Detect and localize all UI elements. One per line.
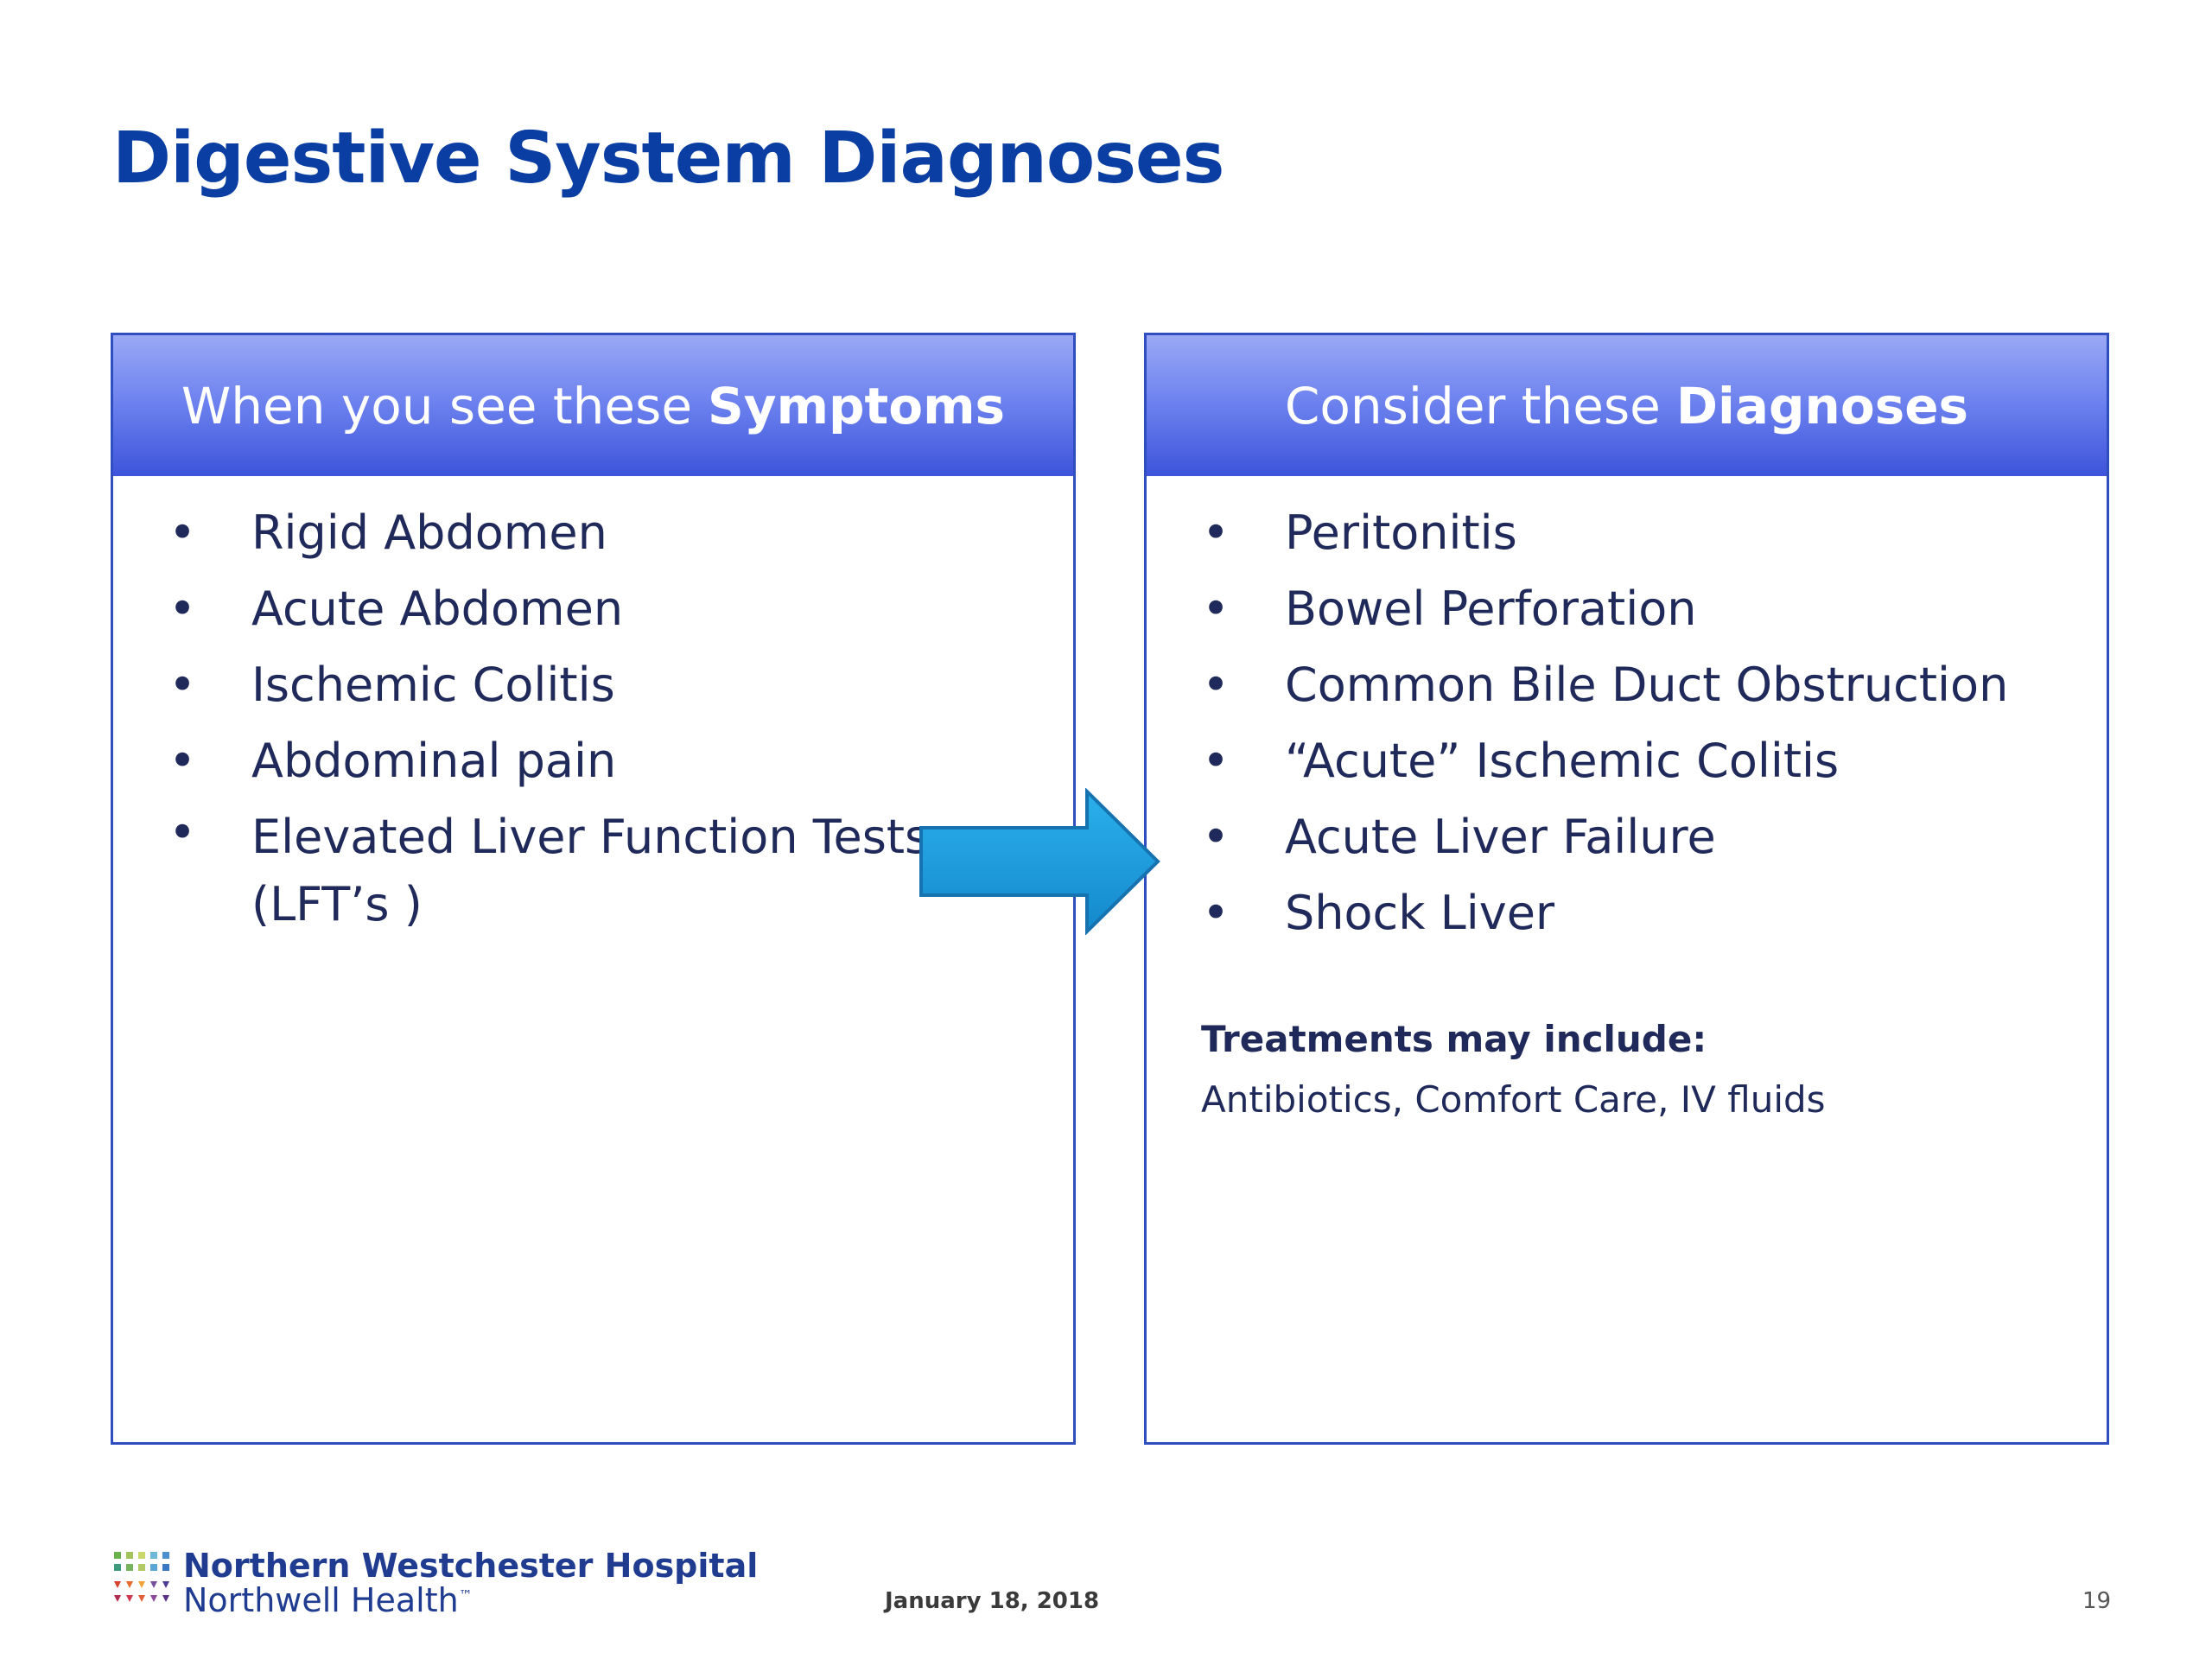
symptom-text: Abdominal pain xyxy=(251,734,617,788)
diagnosis-text: “Acute” Ischemic Colitis xyxy=(1285,734,1840,788)
diagnosis-text: Shock Liver xyxy=(1285,886,1555,940)
bullet-icon: • xyxy=(1202,505,1230,560)
list-item: • Acute Abdomen xyxy=(165,571,1012,647)
diagnoses-header-bold: Diagnoses xyxy=(1675,376,1969,435)
diagnosis-text: Acute Liver Failure xyxy=(1285,810,1716,864)
diagnoses-header-prefix: Consider these xyxy=(1284,376,1661,435)
list-item: • Shock Liver xyxy=(1198,875,2045,951)
bullet-icon: • xyxy=(168,734,196,788)
list-item: • Acute Liver Failure xyxy=(1198,799,2045,875)
footer-date: January 18, 2018 xyxy=(885,1588,1100,1614)
diagnosis-text: Common Bile Duct Obstruction xyxy=(1285,658,2009,712)
hospital-logo: Northern Westchester Hospital Northwell … xyxy=(112,1547,758,1619)
symptoms-panel: When you see these Symptoms • Rigid Abdom… xyxy=(111,333,1076,1445)
symptom-text: Ischemic Colitis xyxy=(251,658,615,712)
diagnosis-text: Peritonitis xyxy=(1285,505,1517,560)
symptom-text: Rigid Abdomen xyxy=(251,505,607,560)
bullet-icon: • xyxy=(1202,734,1230,788)
bullet-icon: • xyxy=(168,582,196,636)
bullet-icon: • xyxy=(1202,658,1230,712)
symptoms-panel-header: When you see these Symptoms xyxy=(113,335,1073,476)
diagnosis-text: Bowel Perforation xyxy=(1285,582,1697,636)
northwell-logo-icon xyxy=(114,1552,169,1602)
list-item: • Ischemic Colitis xyxy=(165,647,1012,723)
treatments-body: Antibiotics, Comfort Care, IV fluids xyxy=(1201,1078,1826,1121)
list-item: • “Acute” Ischemic Colitis xyxy=(1198,723,2045,799)
logo-system-text: Northwell Health xyxy=(183,1581,459,1619)
bullet-icon: • xyxy=(168,805,196,860)
list-item: • Elevated Liver Function Tests (LFT’s ) xyxy=(165,799,1012,938)
bullet-icon: • xyxy=(1202,810,1230,864)
symptom-text: Elevated Liver Function Tests xyxy=(251,810,930,864)
bullet-icon: • xyxy=(1202,886,1230,940)
list-item: • Common Bile Duct Obstruction xyxy=(1198,647,2045,723)
page-number: 19 xyxy=(2082,1588,2112,1614)
list-item: • Rigid Abdomen xyxy=(165,495,1012,571)
symptoms-header-prefix: When you see these xyxy=(181,376,693,435)
bullet-icon: • xyxy=(168,658,196,712)
symptom-text: Acute Abdomen xyxy=(251,582,624,636)
bullet-icon: • xyxy=(168,505,196,560)
right-arrow-icon xyxy=(919,788,1160,935)
treatments-title: Treatments may include: xyxy=(1201,1018,1707,1060)
bullet-icon: • xyxy=(1202,582,1230,636)
slide-title: Digestive System Diagnoses xyxy=(112,118,1224,200)
list-item: • Abdominal pain xyxy=(165,723,1012,799)
logo-hospital-name: Northern Westchester Hospital xyxy=(183,1547,759,1585)
logo-system-name: Northwell Health™ xyxy=(183,1581,473,1619)
list-item: • Peritonitis xyxy=(1198,495,2045,571)
symptoms-list: • Rigid Abdomen • Acute Abdomen • Ischemic … xyxy=(165,495,1012,938)
list-item: • Bowel Perforation xyxy=(1198,571,2045,647)
symptom-text-continuation: (LFT’s ) xyxy=(251,877,423,931)
diagnoses-panel: Consider these Diagnoses • Peritonitis • B… xyxy=(1144,333,2109,1445)
diagnoses-list: • Peritonitis • Bowel Perforation • Common … xyxy=(1198,495,2045,951)
symptoms-header-bold: Symptoms xyxy=(708,376,1006,435)
logo-trademark: ™ xyxy=(458,1586,473,1604)
diagnoses-panel-header: Consider these Diagnoses xyxy=(1147,335,2107,476)
